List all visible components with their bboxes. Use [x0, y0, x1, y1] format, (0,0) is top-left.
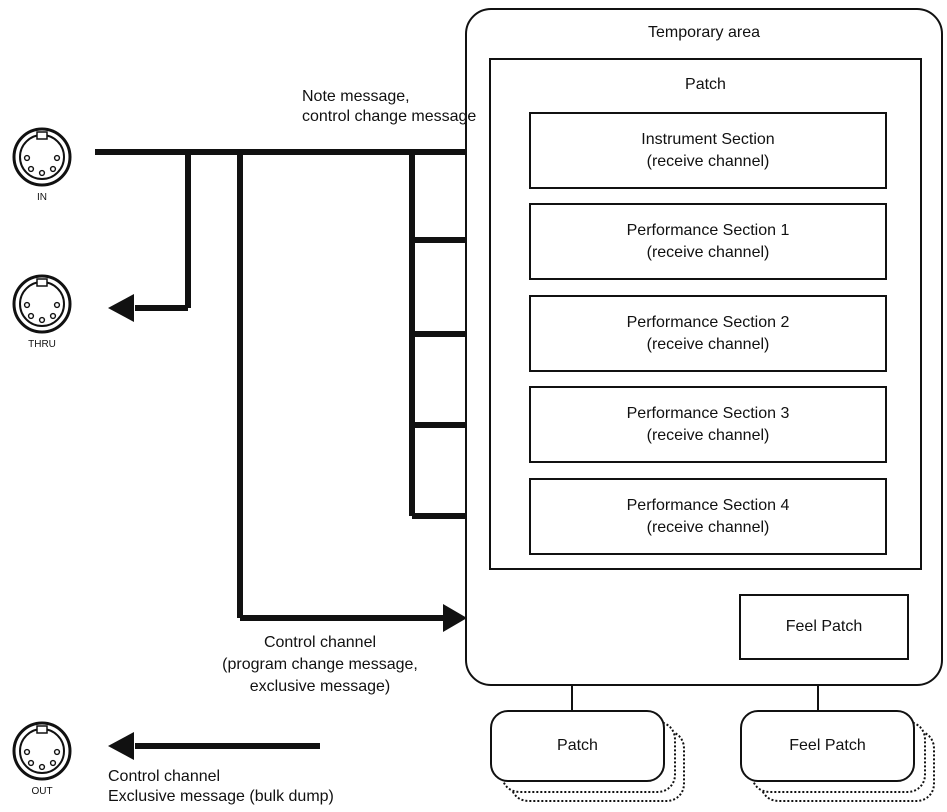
out-label-2: Exclusive message (bulk dump)	[108, 788, 334, 805]
in-port-icon	[12, 127, 72, 187]
patch-title: Patch	[685, 76, 726, 93]
control-channel-label-3: exclusive message)	[249, 678, 391, 695]
section-sub: (receive channel)	[646, 152, 770, 170]
instrument-section-box: Instrument Section (receive channel)	[529, 112, 887, 189]
arrowhead-control-channel	[443, 604, 467, 632]
section-name: Performance Section 1	[626, 221, 790, 239]
note-message-label-1: Note message,	[302, 88, 410, 105]
section-sub: (receive channel)	[646, 335, 770, 353]
patch-store: Patch	[490, 710, 665, 782]
performance-section-2-box: Performance Section 2 (receive channel)	[529, 295, 887, 372]
note-message-label-2: control change message	[302, 108, 477, 125]
performance-section-3-box: Performance Section 3 (receive channel)	[529, 386, 887, 463]
out-label-1: Control channel	[108, 768, 221, 785]
arrowhead-thru	[108, 294, 134, 322]
performance-section-1-box: Performance Section 1 (receive channel)	[529, 203, 887, 280]
feel-patch-store: Feel Patch	[740, 710, 915, 782]
section-sub: (receive channel)	[646, 426, 770, 444]
feel-patch-box: Feel Patch	[739, 594, 909, 660]
feel-patch-label: Feel Patch	[785, 618, 863, 635]
patch-store-label: Patch	[557, 737, 598, 754]
out-port-label: OUT	[31, 786, 53, 797]
section-name: Performance Section 3	[626, 404, 790, 422]
section-name: Performance Section 2	[626, 313, 790, 331]
out-port-icon	[12, 721, 72, 781]
control-channel-label-2: (program change message,	[222, 656, 418, 673]
thru-port-icon	[12, 274, 72, 334]
arrowhead-out	[108, 732, 134, 760]
section-sub: (receive channel)	[646, 518, 770, 536]
temporary-area-title: Temporary area	[647, 24, 761, 41]
performance-section-4-box: Performance Section 4 (receive channel)	[529, 478, 887, 555]
thru-port-label: THRU	[28, 339, 56, 350]
section-name: Performance Section 4	[626, 496, 790, 514]
in-port-label: IN	[37, 192, 47, 203]
section-sub: (receive channel)	[646, 243, 770, 261]
section-name: Instrument Section	[641, 130, 775, 148]
feel-patch-store-label: Feel Patch	[789, 737, 866, 754]
control-channel-label-1: Control channel	[263, 634, 377, 651]
